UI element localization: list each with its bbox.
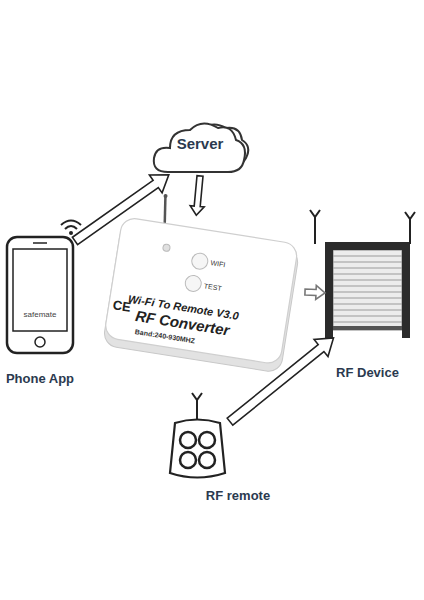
node-label: RF remote — [183, 489, 293, 503]
remote-button — [180, 432, 196, 448]
remote-body — [170, 420, 225, 478]
converter-shape — [89, 197, 317, 387]
node-label: Server — [148, 136, 252, 153]
door-slats — [333, 256, 402, 322]
wifi-arc — [61, 221, 81, 226]
node-label: RF Device — [305, 366, 424, 380]
phone-speaker — [33, 242, 47, 244]
antenna-tip — [163, 194, 168, 199]
door-post — [325, 242, 333, 338]
test-button — [184, 274, 202, 292]
antenna — [192, 393, 202, 419]
home-button — [35, 337, 45, 347]
server-cloud: Server — [148, 112, 252, 178]
phone-shape — [5, 235, 75, 355]
antenna — [310, 210, 320, 244]
ce-mark: CE — [112, 298, 132, 315]
button-label: TEST — [203, 282, 222, 292]
phone-device: safematePhone App — [5, 235, 75, 355]
node-label: Phone App — [0, 372, 100, 386]
converter-body — [104, 217, 299, 365]
flow-arrow — [227, 338, 333, 425]
phone-body — [7, 237, 73, 353]
app-name: safemate — [15, 311, 65, 320]
rf-converter: WIFITESTWi-Fi To Remote V3.0RF Converter… — [100, 212, 305, 372]
antenna — [405, 212, 415, 244]
door-bottom — [333, 326, 402, 330]
remote-button — [180, 452, 196, 468]
flow-arrow — [190, 176, 204, 216]
door-header — [325, 242, 410, 250]
wifi-arc — [65, 226, 77, 229]
wifi-button — [191, 252, 209, 270]
button-label: WIFI — [210, 259, 226, 269]
wifi-dot — [69, 231, 73, 235]
remote-shape — [165, 415, 230, 482]
flow-arrow — [305, 286, 325, 300]
led — [162, 244, 170, 252]
door-shape — [325, 242, 410, 338]
door-panel — [333, 250, 402, 330]
rf-device: RF Device — [325, 242, 410, 338]
flow-arrow — [72, 175, 168, 245]
phone-screen — [13, 249, 67, 331]
remote-button — [199, 452, 215, 468]
door-post — [402, 242, 410, 338]
remote-button — [199, 432, 215, 448]
rf-remote: RF remote — [165, 415, 230, 482]
text-wrapper: WIFITESTWi-Fi To Remote V3.0RF Converter… — [89, 197, 317, 387]
